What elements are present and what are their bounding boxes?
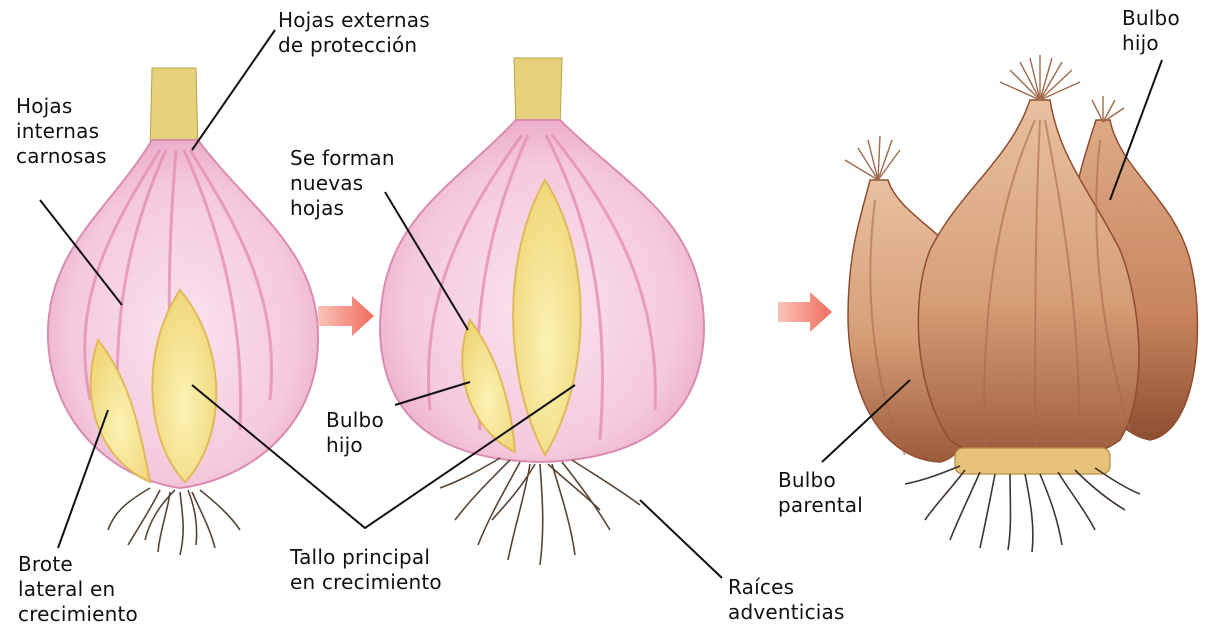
label-raices: Raíces adventicias [728, 575, 845, 625]
onion-1-neck [150, 68, 198, 150]
onion-3-dry-tops [845, 55, 1124, 180]
label-hojas-internas: Hojas internas carnosas [16, 94, 107, 169]
label-bulbo-hijo-centro: Bulbo hijo [326, 408, 384, 458]
arrow-1 [318, 296, 374, 336]
leader-hojas-externas [192, 30, 275, 150]
onion-2-roots [440, 458, 640, 565]
label-se-forman: Se forman nuevas hojas [290, 146, 395, 221]
arrow-2 [778, 292, 832, 332]
label-hojas-externas: Hojas externas de protección [278, 8, 430, 58]
label-bulbo-hijo-derecha: Bulbo hijo [1122, 6, 1180, 56]
onion-3-roots [905, 466, 1140, 552]
label-tallo-principal: Tallo principal en crecimiento [290, 545, 442, 595]
onion-2 [380, 58, 704, 565]
label-bulbo-parental: Bulbo parental [778, 468, 863, 518]
onion-3-basal-plate [955, 448, 1110, 474]
onion-cluster-3 [845, 55, 1197, 552]
leader-raices [640, 500, 722, 578]
label-brote-lateral: Brote lateral en crecimiento [18, 552, 138, 627]
onion-1-roots [108, 488, 240, 555]
